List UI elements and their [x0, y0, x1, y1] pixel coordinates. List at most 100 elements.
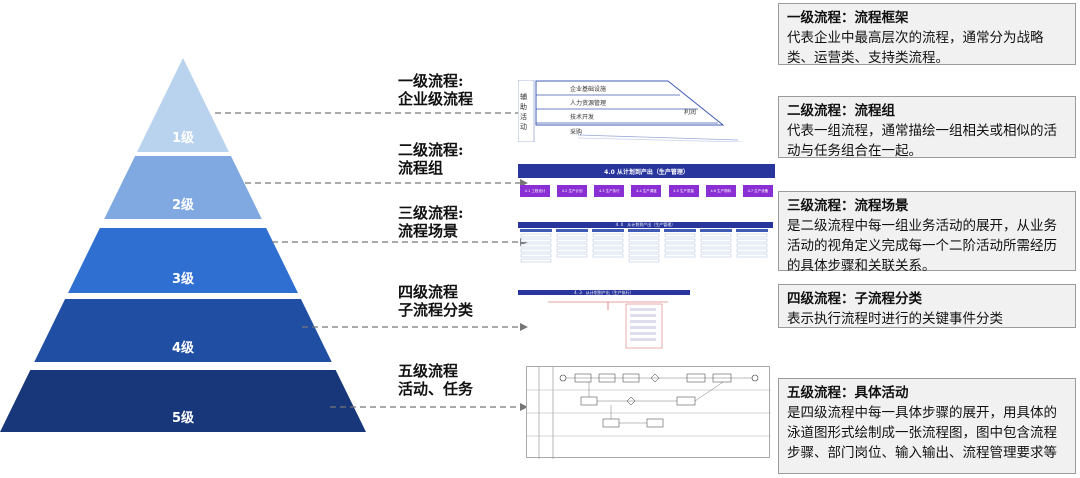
thumbnail-value-chain: 辅助活动 企业基础设施 人力资源管理 技术开发 采购 利润 [518, 80, 743, 142]
scenario-step [736, 233, 768, 238]
scenario-step [592, 243, 624, 248]
level-1-line2: 企业级流程 [398, 90, 474, 108]
scenario-step [664, 238, 696, 243]
scenario-step [556, 233, 588, 238]
process-group-box: 4.1 工程设计 [520, 185, 550, 197]
description-level-3-body: 是二级流程中每一组业务活动的展开，从业务活动的视角定义完成每一个二阶活动所需经历… [787, 218, 1057, 274]
scenario-step [700, 253, 732, 258]
scenario-step [628, 233, 660, 238]
scenario-column-header [592, 229, 624, 232]
arrowhead-icon [520, 403, 528, 411]
description-level-5-title: 五级流程：具体活动 [787, 385, 909, 401]
scenario-step [520, 258, 552, 263]
scenario-column-header [664, 229, 696, 232]
level-3-label: 三级流程: 流程场景 [398, 204, 464, 240]
scenario-step [700, 248, 732, 253]
scenario-column-header [700, 229, 732, 232]
row-infrastructure: 企业基础设施 [570, 86, 607, 93]
level-3-line2: 流程场景 [398, 222, 459, 240]
scenario-step [664, 253, 696, 258]
description-level-3: 三级流程：流程场景 是二级流程中每一组业务活动的展开，从业务活动的视角定义完成每… [778, 191, 1076, 274]
scenario-step [520, 248, 552, 253]
row-procurement: 采购 [570, 129, 583, 136]
thumbnail-subprocess: 4. 3 从计划到产出（生产执行） [518, 290, 690, 352]
scenario-step [628, 258, 660, 263]
level-4-label: 四级流程 子流程分类 [398, 283, 473, 319]
description-level-4-body: 表示执行流程时进行的关键事件分类 [787, 311, 1003, 327]
level-3-line1: 三级流程: [398, 204, 464, 222]
process-group-box: 4.7 生产设备 [742, 185, 773, 197]
level-1-label: 一级流程: 企业级流程 [398, 72, 473, 108]
scenario-step [628, 253, 660, 258]
process-group-box: 4.2 生产计划 [557, 185, 588, 197]
scenario-step [700, 238, 732, 243]
pyramid-tier-5 [0, 370, 366, 432]
description-level-4: 四级流程：子流程分类 表示执行流程时进行的关键事件分类 [778, 284, 1076, 328]
pyramid-tier-2-label: 2级 [172, 197, 195, 213]
scenario-column-header [628, 229, 660, 232]
level-4-line2: 子流程分类 [398, 301, 474, 319]
subprocess-title: 4. 3 从计划到产出（生产执行） [574, 290, 634, 295]
pyramid-tier-5-label: 5级 [172, 410, 195, 426]
level-2-line1: 二级流程: [398, 141, 464, 159]
pyramid-tier-3-label: 3级 [172, 271, 195, 287]
level-1-line1: 一级流程: [398, 72, 464, 90]
description-level-2-body: 代表一组流程，通常描绘一组相关或相似的活动与任务组合在一起。 [787, 123, 1057, 159]
description-level-1-title: 一级流程：流程框架 [787, 10, 909, 26]
pyramid-tier-1 [137, 58, 229, 152]
level-2-label: 二级流程: 流程组 [398, 141, 464, 177]
scenario-column-header [736, 229, 768, 232]
scenario-title: 4. 0 从计划到产出（生产管理） [615, 222, 676, 227]
profit-label: 利润 [684, 109, 697, 116]
description-level-1: 一级流程：流程框架 代表企业中最高层次的流程，通常分为战略类、运营类、支持类流程… [778, 3, 1076, 66]
scenario-step [556, 253, 588, 258]
arrowhead-icon [520, 323, 528, 331]
process-group-box: 4.5 生产质量 [668, 185, 699, 197]
scenario-column-header [520, 229, 552, 232]
description-level-2: 二级流程：流程组 代表一组流程，通常描绘一组相关或相似的活动与任务组合在一起。 [778, 96, 1076, 159]
scenario-step [628, 248, 660, 253]
process-group-box: 4.4 生产调度 [631, 185, 662, 197]
thumbnail-process-scenario: 4. 0 从计划到产出（生产管理） [518, 222, 773, 263]
thumbnail-swimlane [526, 366, 771, 459]
level-2-line2: 流程组 [398, 159, 444, 177]
description-level-3-title: 三级流程：流程场景 [787, 198, 909, 214]
process-group-box: 4.3 生产执行 [594, 185, 625, 197]
scenario-step [520, 253, 552, 258]
description-level-1-body: 代表企业中最高层次的流程，通常分为战略类、运营类、支持类流程。 [787, 30, 1044, 66]
scenario-step [592, 253, 624, 258]
pyramid-tier-3 [68, 228, 298, 293]
support-activities-label: 辅助活动 [520, 93, 527, 131]
scenario-step [592, 248, 624, 253]
level-5-line1: 五级流程 [398, 362, 459, 380]
pyramid-tier-1-label: 1级 [172, 130, 195, 146]
pyramid-tier-4-label: 4级 [172, 340, 195, 356]
scenario-step [592, 233, 624, 238]
scenario-step [736, 243, 768, 248]
scenario-step [700, 233, 732, 238]
scenario-step [664, 243, 696, 248]
level-5-line2: 活动、任务 [398, 380, 474, 398]
scenario-step [556, 238, 588, 243]
level-4-line1: 四级流程 [398, 283, 459, 301]
level-5-label: 五级流程 活动、任务 [398, 362, 473, 398]
row-tech: 技术开发 [570, 114, 595, 121]
scenario-step [556, 248, 588, 253]
scenario-step [520, 243, 552, 248]
scenario-column-header [556, 229, 588, 232]
scenario-step [664, 248, 696, 253]
scenario-step [736, 248, 768, 253]
pyramid-tier-4 [34, 299, 332, 362]
scenario-step [700, 243, 732, 248]
scenario-step [520, 238, 552, 243]
scenario-step [664, 233, 696, 238]
scenario-step [592, 238, 624, 243]
description-level-4-title: 四级流程：子流程分类 [787, 291, 922, 307]
scenario-step [628, 238, 660, 243]
description-level-5-body: 是四级流程中每一具体步骤的展开，用具体的泳道图形式绘制成一张流程图，图中包含流程… [787, 405, 1057, 461]
scenario-step [736, 238, 768, 243]
scenario-step [556, 243, 588, 248]
process-group-box: 4.6 生产物料 [705, 185, 736, 197]
